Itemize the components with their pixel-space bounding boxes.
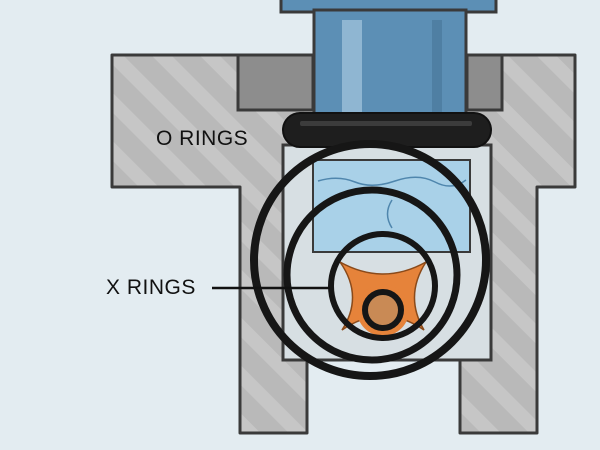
o-ring-tiny — [362, 289, 404, 331]
left-gland-shoulder — [236, 53, 315, 112]
x-rings-label: X RINGS — [106, 276, 196, 299]
o-rings-label: O RINGS — [156, 127, 249, 150]
gland-seal-sheen — [300, 121, 472, 126]
fluid-drip — [386, 199, 393, 229]
fluid-wave — [317, 176, 467, 187]
o-ring-small — [328, 231, 438, 341]
o-ring-medium — [283, 186, 461, 364]
right-gland-shoulder — [465, 53, 504, 112]
shaft-highlight — [342, 20, 362, 125]
shaft-band — [432, 20, 442, 125]
o-ring-large — [250, 140, 490, 380]
